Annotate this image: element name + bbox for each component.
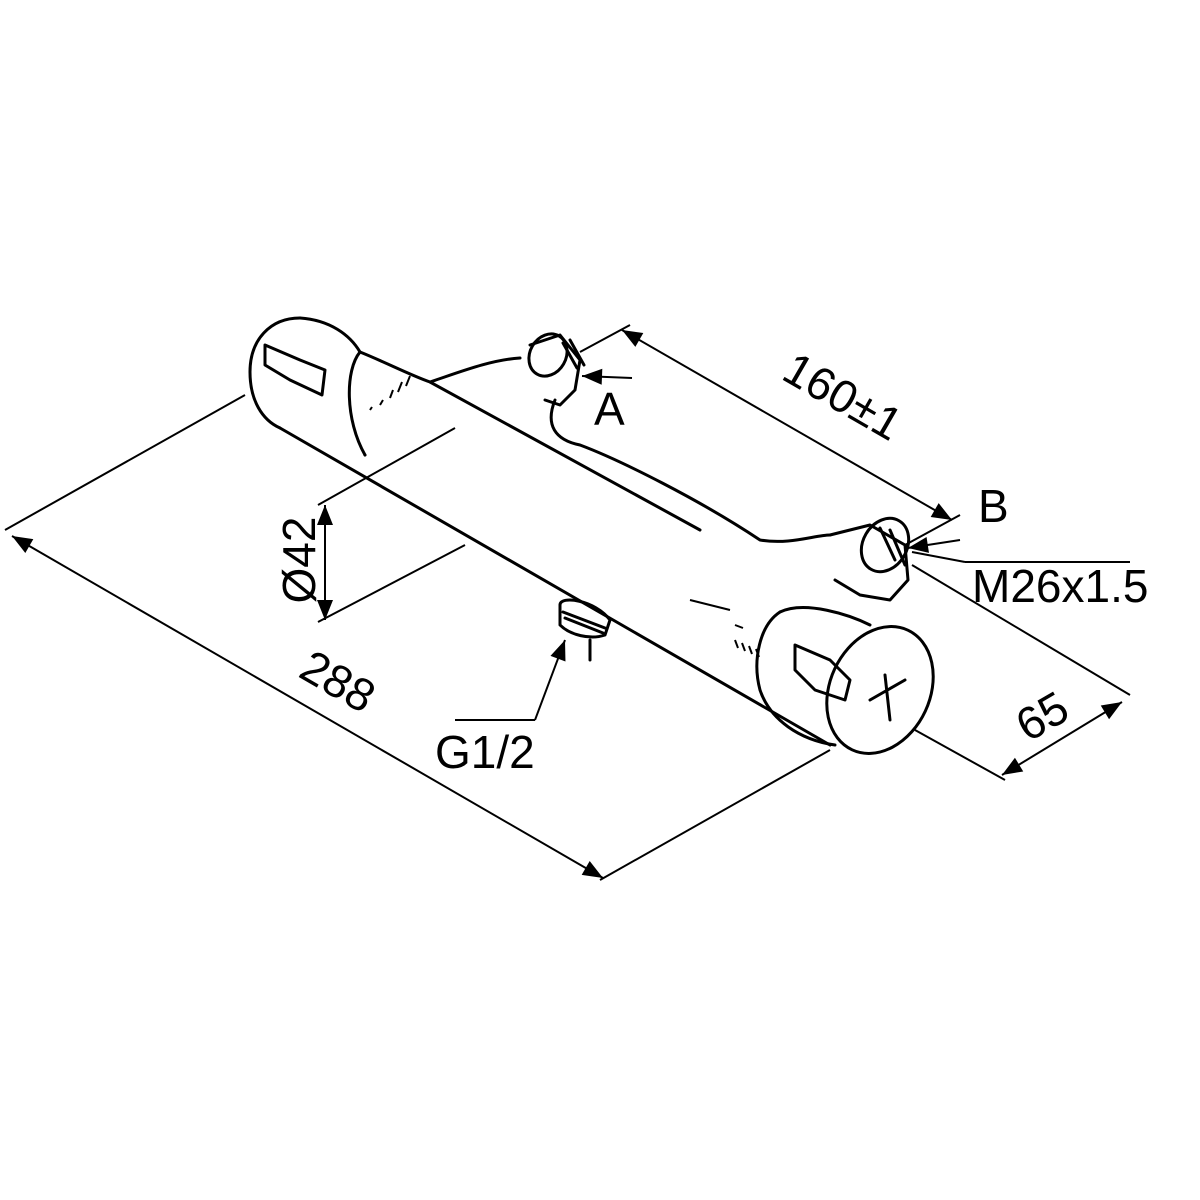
connector-a	[527, 332, 586, 407]
dimension-diameter: Ø42	[273, 427, 466, 623]
mixer-body	[248, 316, 935, 755]
spacing-label: 160±1	[775, 342, 911, 451]
connector-b	[828, 516, 911, 602]
dimension-length: 288	[4, 394, 831, 881]
callout-a: A	[581, 368, 633, 435]
callout-g12: G1/2	[435, 639, 566, 778]
thread-outlet-label: G1/2	[435, 726, 535, 778]
dimension-spacing: 160±1	[579, 324, 961, 546]
depth-label: 65	[1007, 681, 1077, 752]
inlet-a-label: A	[594, 383, 625, 435]
thread-inlet-label: M26x1.5	[972, 560, 1148, 612]
diameter-label: Ø42	[273, 517, 325, 604]
right-handle	[755, 606, 935, 755]
outlet-g12	[558, 598, 612, 662]
length-label: 288	[292, 639, 384, 722]
callout-b: B M26x1.5	[907, 480, 1148, 612]
inlet-b-label: B	[978, 480, 1009, 532]
scale-markings	[369, 375, 760, 658]
